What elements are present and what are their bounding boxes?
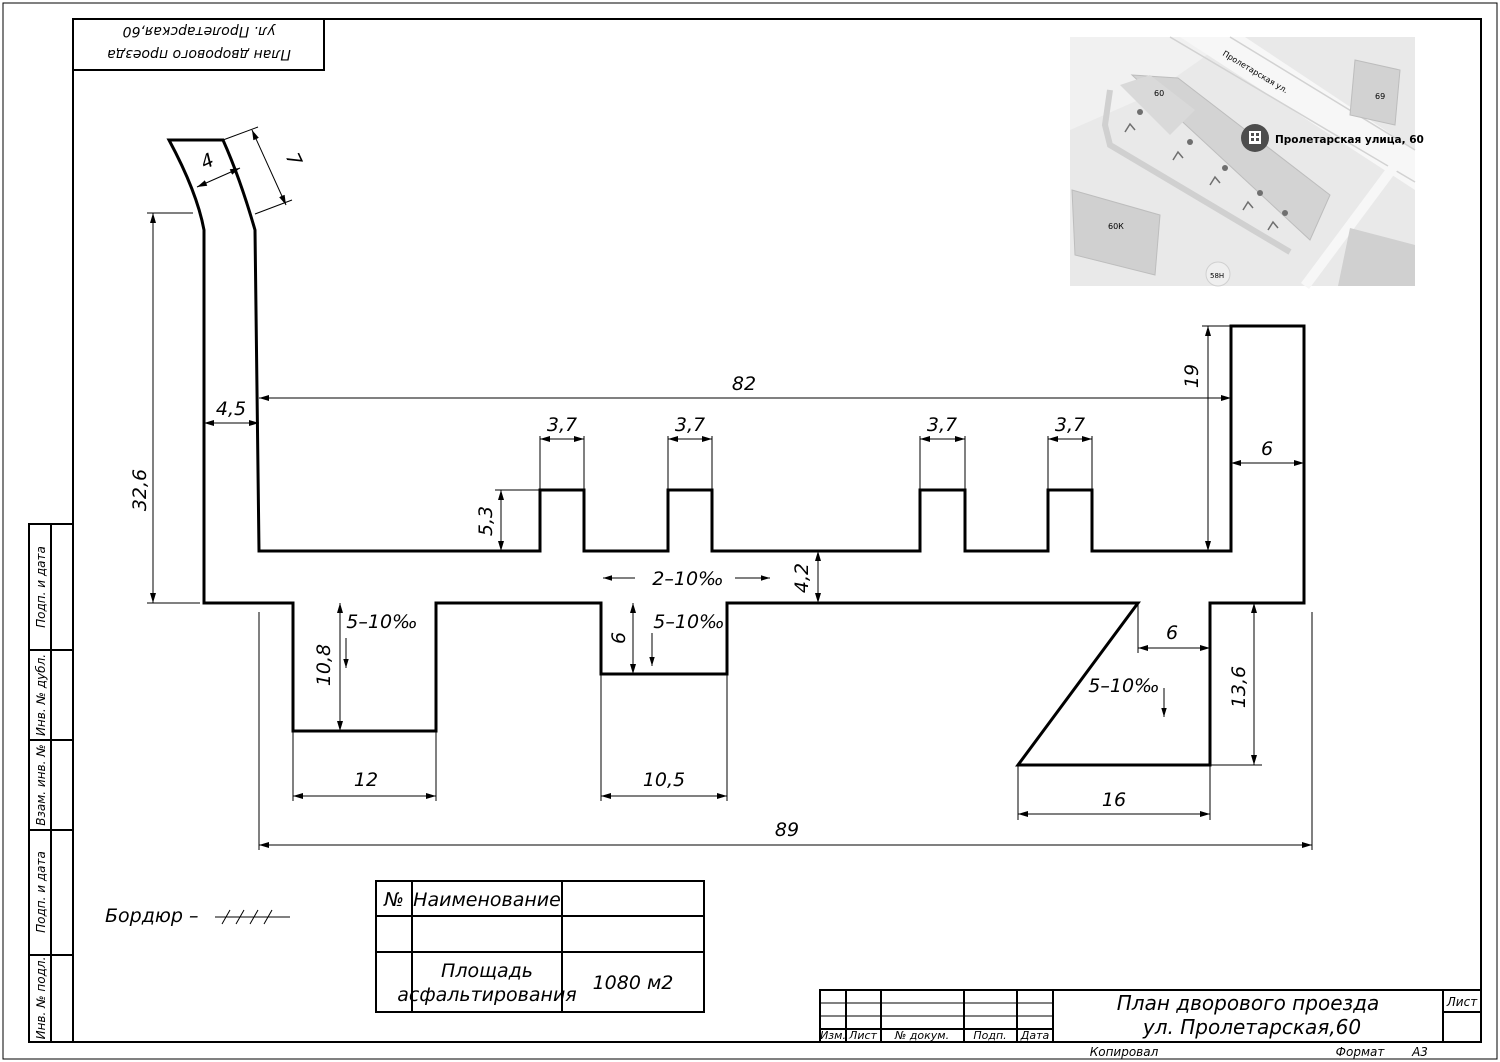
slope-right: 5–10‰ xyxy=(1088,675,1159,697)
tb-header-doc: № докум. xyxy=(894,1029,949,1042)
side-strip xyxy=(28,523,74,1043)
tb-title-line2: ул. Пролетарская,60 xyxy=(1142,1015,1361,1039)
dim-3-7-b: 3,7 xyxy=(675,414,705,436)
dimension-lines xyxy=(147,126,1313,850)
spec-row-value: 1080 м2 xyxy=(593,972,674,994)
dim-10-8: 10,8 xyxy=(313,644,335,686)
tb-copied: Копировал xyxy=(1090,1045,1159,1059)
dim-4-2: 4,2 xyxy=(791,563,813,593)
map-address-label: Пролетарская улица, 60 xyxy=(1275,134,1424,146)
tb-format-label: Формат xyxy=(1336,1045,1386,1059)
tb-title-line1: План дворового проезда xyxy=(1117,991,1379,1015)
tb-header-list: Лист xyxy=(848,1029,877,1042)
side-strip-label-3: Взам. инв. № xyxy=(34,744,48,825)
dim-13-6: 13,6 xyxy=(1228,666,1250,708)
map-building-69: 69 xyxy=(1375,92,1385,101)
dim-3-7-d: 3,7 xyxy=(1055,414,1085,436)
side-strip-label-1: Подп. и дата xyxy=(34,546,48,628)
dim-6-mid: 6 xyxy=(608,632,630,644)
side-strip-label-5: Инв. № подл. xyxy=(34,957,48,1040)
location-map: Пролетарская улица, 60 Пролетарская ул. … xyxy=(1070,36,1424,289)
slope-arrows xyxy=(343,575,1167,717)
slope-left: 5–10‰ xyxy=(346,611,417,633)
dim-16: 16 xyxy=(1102,789,1126,811)
tb-header-izm: Изм. xyxy=(820,1029,846,1042)
top-stamp-line2: ул. Пролетарская,60 xyxy=(123,23,277,39)
dim-3-7-c: 3,7 xyxy=(927,414,957,436)
side-strip-label-4: Подп. и дата xyxy=(34,851,48,933)
tb-header-date: Дата xyxy=(1020,1029,1050,1042)
spec-row-label-2: асфальтирования xyxy=(397,984,576,1006)
legend-curb-label: Бордюр – xyxy=(105,905,198,927)
top-stamp-line1: План дворового проезда xyxy=(107,46,291,62)
legend-curb-symbol xyxy=(215,909,290,925)
spec-row-label-1: Площадь xyxy=(441,960,533,982)
dim-12: 12 xyxy=(354,769,378,791)
spec-table xyxy=(375,880,705,1013)
dim-89: 89 xyxy=(775,819,799,841)
spec-col-no: № xyxy=(383,889,404,911)
map-building-58n: 58Н xyxy=(1210,272,1224,280)
dim-19: 19 xyxy=(1181,364,1203,388)
tb-sheet-label: Лист xyxy=(1446,995,1478,1009)
dim-7: 7 xyxy=(281,149,306,169)
dim-5-3: 5,3 xyxy=(475,506,497,536)
top-stamp: План дворового проезда ул. Пролетарская,… xyxy=(72,18,325,71)
map-building-60: 60 xyxy=(1154,89,1164,98)
dim-3-7-a: 3,7 xyxy=(547,414,577,436)
map-building-60k: 60К xyxy=(1108,222,1124,231)
dim-32-6: 32,6 xyxy=(129,469,151,511)
slope-mid: 5–10‰ xyxy=(653,611,724,633)
dim-4: 4 xyxy=(197,149,217,174)
dim-82: 82 xyxy=(732,373,756,395)
title-block-thin-rows xyxy=(820,1002,1053,1030)
tb-format-value: А3 xyxy=(1411,1045,1428,1059)
spec-col-name: Наименование xyxy=(413,889,561,911)
side-strip-label-2: Инв. № дубл. xyxy=(34,654,48,736)
dim-4-5: 4,5 xyxy=(216,398,246,420)
driveway-outline xyxy=(166,138,1306,767)
tb-header-sign: Подп. xyxy=(973,1029,1006,1042)
slope-main: 2–10‰ xyxy=(652,568,723,590)
dim-6-right: 6 xyxy=(1261,438,1273,460)
dim-6-inner: 6 xyxy=(1166,622,1178,644)
dim-10-5: 10,5 xyxy=(643,769,685,791)
